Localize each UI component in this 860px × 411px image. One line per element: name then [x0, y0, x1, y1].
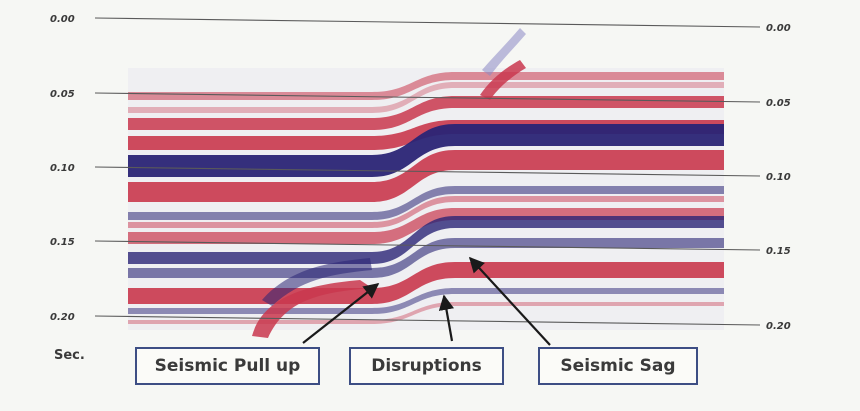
tick-left-1: 0.05 [50, 89, 75, 100]
gridline-2 [94, 166, 761, 177]
reflector-band-1 [128, 82, 724, 113]
tick-left-3: 0.15 [50, 237, 75, 248]
fault-tip-blue [482, 28, 526, 76]
gridline-4 [94, 315, 761, 326]
sag-arrow [468, 256, 551, 346]
fault-disturbance-zone [252, 28, 526, 338]
gridline-0 [94, 17, 761, 28]
reflector-band-5 [128, 150, 724, 202]
pull-up-reflector [252, 280, 372, 338]
tick-right-3: 0.15 [766, 246, 791, 257]
callout-seismic-pull-up: Seismic Pull up [135, 347, 320, 385]
reflector-band-9 [128, 216, 724, 264]
reflector-band-2 [128, 96, 724, 130]
pull-up-shadow [262, 258, 372, 306]
reflector-band-7 [128, 196, 724, 228]
reflector-band-4 [128, 124, 724, 177]
gridline-1 [94, 92, 761, 103]
callout-disruptions: Disruptions [349, 347, 504, 385]
gridline-3 [94, 240, 761, 251]
fault-tip-red [480, 60, 526, 100]
pull-up-arrow [302, 283, 380, 344]
callout-seismic-sag: Seismic Sag [538, 347, 698, 385]
tick-right-0: 0.00 [766, 23, 791, 34]
reflector-band-12 [128, 288, 724, 314]
tick-right-4: 0.20 [766, 321, 791, 332]
reflector-band-6 [128, 186, 724, 220]
reflector-band-0 [128, 72, 724, 100]
tick-left-2: 0.10 [50, 163, 75, 174]
time-gridlines [94, 17, 761, 326]
disruptions-arrow [438, 294, 455, 342]
reflector-band-13 [128, 302, 724, 324]
tick-left-0: 0.00 [50, 14, 75, 25]
time-unit-label: Sec. [54, 348, 85, 363]
tick-right-2: 0.10 [766, 172, 791, 183]
tick-left-4: 0.20 [50, 312, 75, 323]
tick-right-1: 0.05 [766, 98, 791, 109]
